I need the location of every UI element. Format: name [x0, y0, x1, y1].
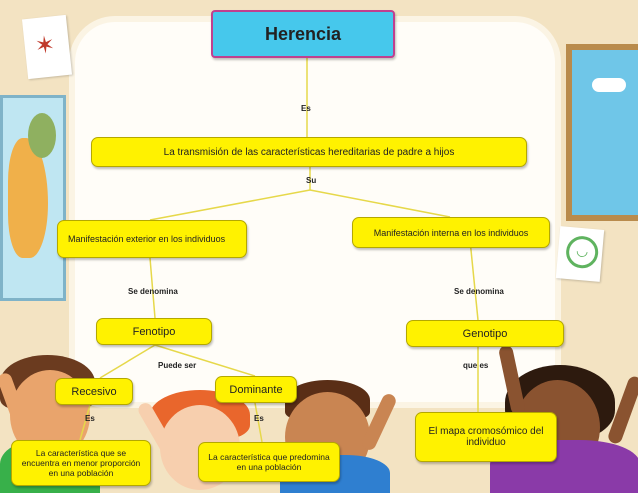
connector-line	[254, 402, 263, 443]
link-label-su: Su	[306, 176, 317, 185]
node-manifestacion-interna: Manifestación interna en los individuos	[352, 217, 550, 248]
node-fenotipo: Fenotipo	[96, 318, 212, 345]
node-dominante-definicion: La característica que predomina en una p…	[198, 442, 340, 482]
cloud-icon	[592, 78, 626, 92]
map-continent	[28, 113, 56, 158]
link-label-es: Es	[301, 104, 311, 113]
connector-line	[99, 344, 156, 379]
link-label-es: Es	[85, 414, 95, 423]
node-recesivo-definicion: La característica que se encuentra en me…	[11, 440, 151, 486]
connector-line	[469, 239, 479, 321]
node-genotipo: Genotipo	[406, 320, 564, 347]
link-label-se-denomina: Se denomina	[454, 287, 504, 296]
node-recesivo: Recesivo	[55, 378, 133, 405]
node-herencia-title: Herencia	[211, 10, 395, 58]
node-definicion: La transmisión de las características he…	[91, 137, 527, 167]
world-map-poster	[0, 95, 66, 301]
connector-line	[149, 189, 311, 221]
connector-line	[79, 404, 91, 441]
link-label-que-es: que es	[463, 361, 489, 370]
node-dominante: Dominante	[215, 376, 297, 403]
link-label-se-denomina: Se denomina	[128, 287, 178, 296]
link-label-puede-ser: Puede ser	[158, 361, 197, 370]
connector-line	[154, 344, 256, 377]
node-mapa-cromosomico: El mapa cromosómico del individuo	[415, 412, 557, 462]
connector-line	[149, 257, 156, 319]
node-manifestacion-exterior: Manifestación exterior en los individuos	[57, 220, 247, 258]
window	[566, 44, 638, 221]
map-continent	[8, 138, 48, 258]
connector-line	[309, 189, 451, 218]
link-label-es: Es	[254, 414, 264, 423]
